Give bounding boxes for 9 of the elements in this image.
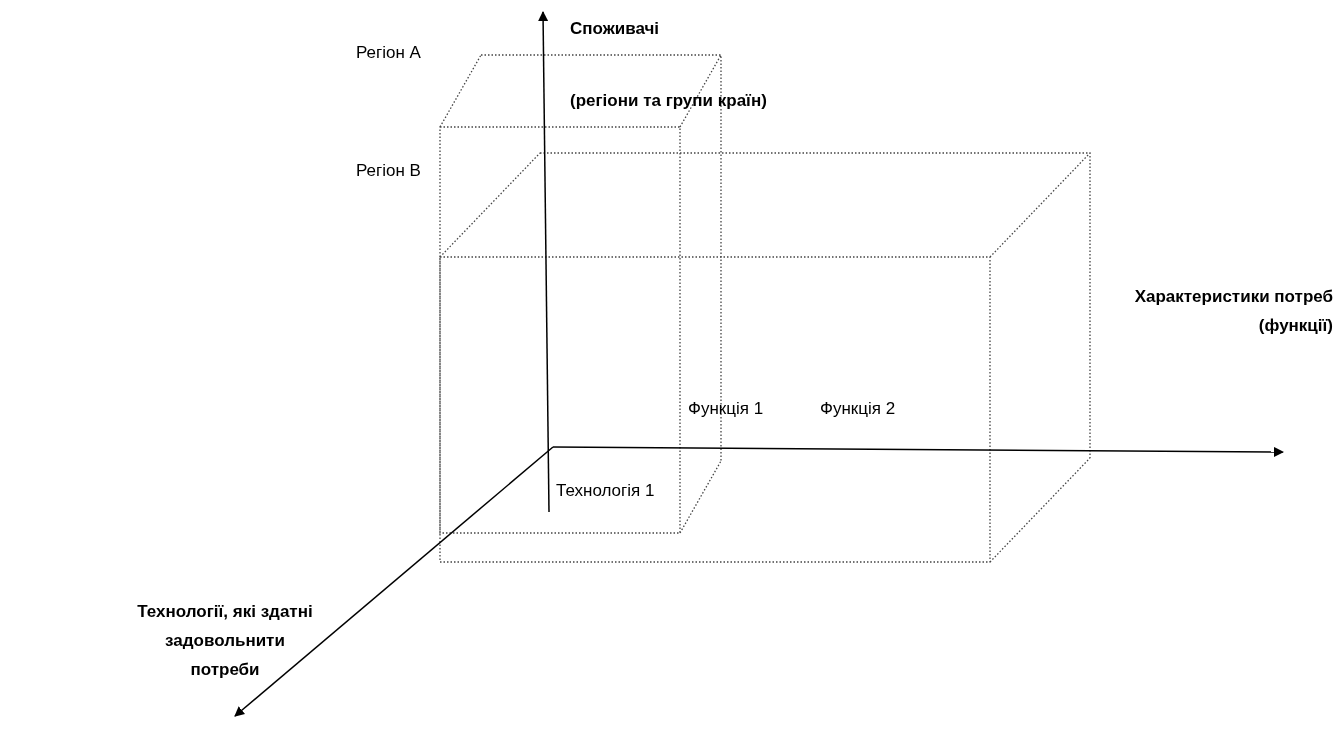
axis-title: Споживачі	[570, 18, 660, 40]
region-label: Регіон В	[356, 160, 421, 182]
axis-subtitle: (регіони та групи країн)	[570, 90, 767, 112]
technology-label: Технологія 1	[556, 480, 655, 502]
axis-title: Характеристики потреб (функції)	[1133, 286, 1333, 337]
function-label: Функція 2	[820, 398, 896, 420]
axis-title: Технології, які здатні задовольнити потреби	[136, 601, 314, 681]
function-label: Функція 1	[688, 398, 764, 420]
region-label: Регіон А	[356, 42, 421, 64]
